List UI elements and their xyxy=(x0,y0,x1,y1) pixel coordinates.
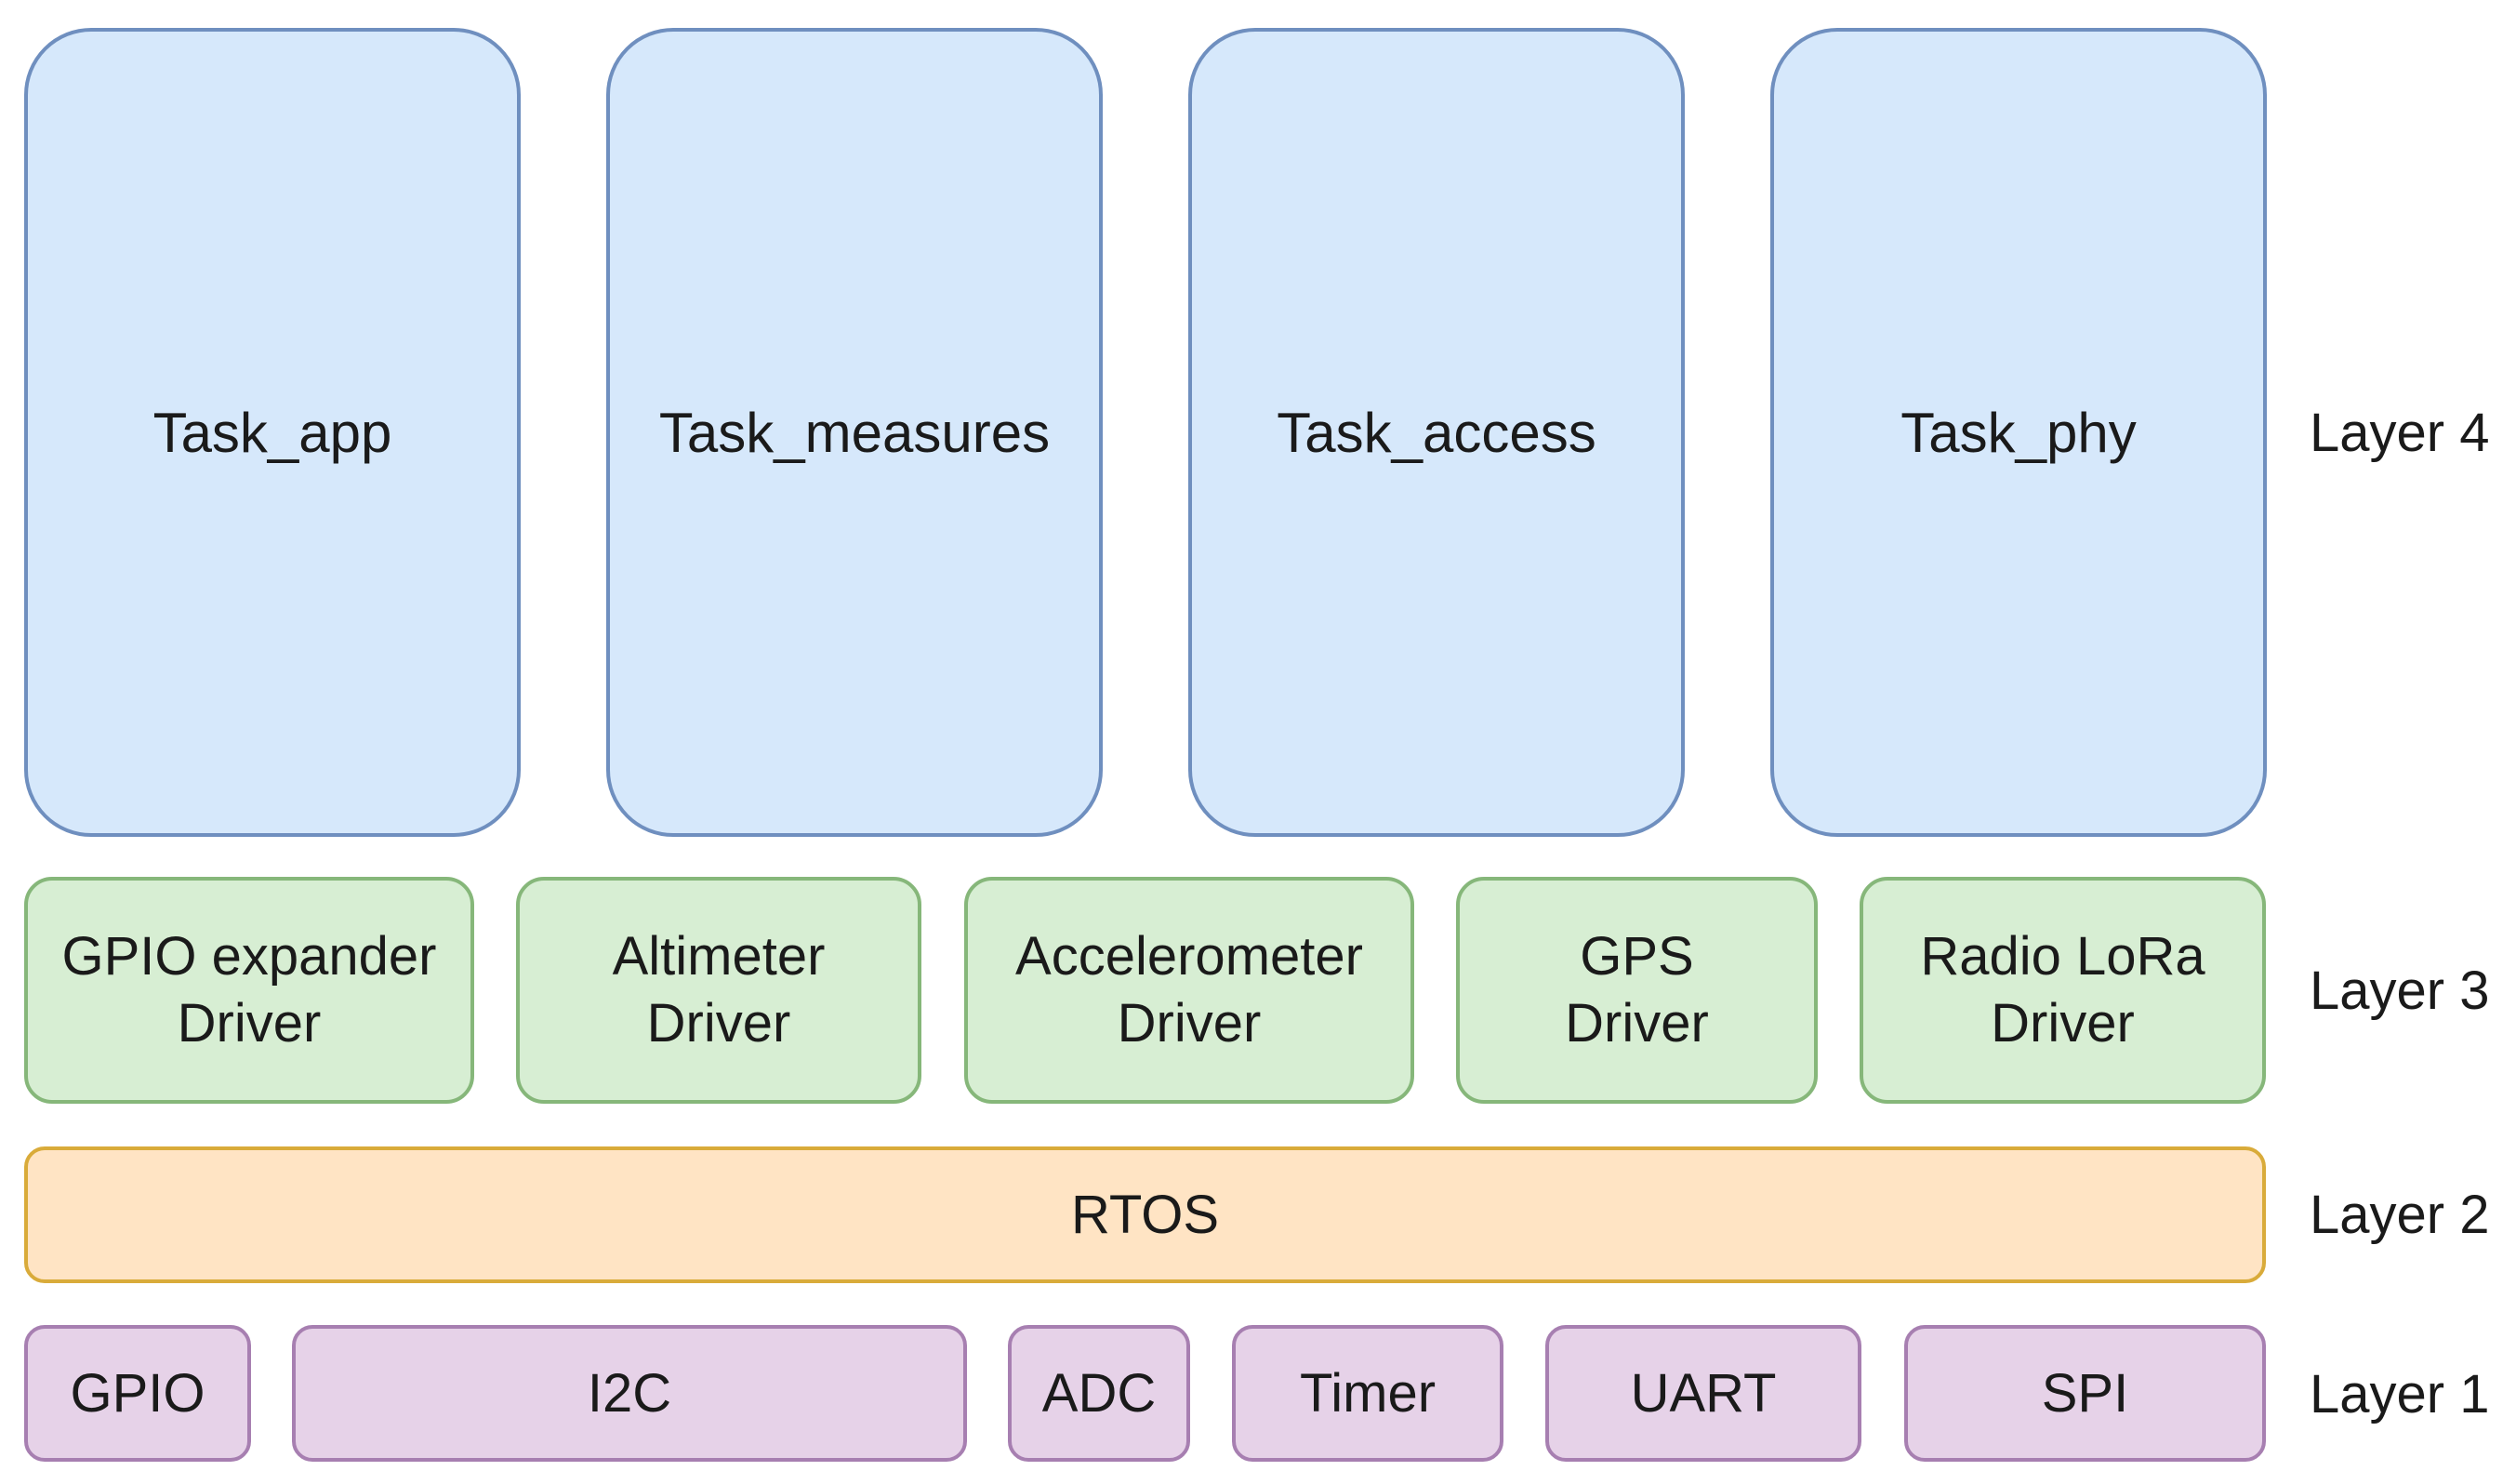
accelerometer-driver-line2: Driver xyxy=(1117,993,1262,1053)
layer-3-label: Layer 3 xyxy=(2310,960,2490,1021)
task-access-block: Task_access xyxy=(1188,28,1685,837)
uart-block: UART xyxy=(1545,1325,1861,1462)
rtos-block: RTOS xyxy=(24,1146,2266,1283)
gps-driver-line1: GPS xyxy=(1580,926,1694,987)
gps-driver-line2: Driver xyxy=(1565,993,1709,1053)
adc-block: ADC xyxy=(1008,1325,1190,1462)
gpio-expander-driver-block: GPIO expander Driver xyxy=(24,877,474,1104)
gps-driver-block: GPS Driver xyxy=(1456,877,1818,1104)
gpio-expander-driver-line2: Driver xyxy=(177,993,322,1053)
timer-block: Timer xyxy=(1232,1325,1503,1462)
task-measures-block: Task_measures xyxy=(606,28,1103,837)
spi-block: SPI xyxy=(1904,1325,2266,1462)
radio-lora-driver-line2: Driver xyxy=(1991,993,2135,1053)
altimeter-driver-line2: Driver xyxy=(646,993,791,1053)
gpio-block: GPIO xyxy=(24,1325,251,1462)
gpio-label: GPIO xyxy=(70,1363,205,1424)
altimeter-driver-block: Altimeter Driver xyxy=(516,877,921,1104)
adc-label: ADC xyxy=(1041,1363,1157,1424)
task-measures-label: Task_measures xyxy=(658,401,1051,464)
rtos-label: RTOS xyxy=(1070,1185,1220,1245)
task-app-block: Task_app xyxy=(24,28,521,837)
task-access-label: Task_access xyxy=(1277,401,1596,464)
gpio-expander-driver-line1: GPIO expander xyxy=(61,926,437,987)
timer-label: Timer xyxy=(1299,1363,1437,1424)
accelerometer-driver-line1: Accelerometer xyxy=(1015,926,1363,987)
layer-4-label: Layer 4 xyxy=(2310,402,2490,463)
uart-label: UART xyxy=(1630,1363,1777,1424)
i2c-block: I2C xyxy=(292,1325,967,1462)
task-app-label: Task_app xyxy=(152,401,392,464)
spi-label: SPI xyxy=(2041,1363,2129,1424)
task-phy-block: Task_phy xyxy=(1770,28,2267,837)
accelerometer-driver-block: Accelerometer Driver xyxy=(964,877,1414,1104)
altimeter-driver-line1: Altimeter xyxy=(612,926,826,987)
i2c-label: I2C xyxy=(587,1363,672,1424)
layer-1-label: Layer 1 xyxy=(2310,1363,2490,1424)
radio-lora-driver-block: Radio LoRa Driver xyxy=(1860,877,2266,1104)
layer-2-label: Layer 2 xyxy=(2310,1184,2490,1245)
radio-lora-driver-line1: Radio LoRa xyxy=(1920,926,2205,987)
task-phy-label: Task_phy xyxy=(1900,401,2137,464)
